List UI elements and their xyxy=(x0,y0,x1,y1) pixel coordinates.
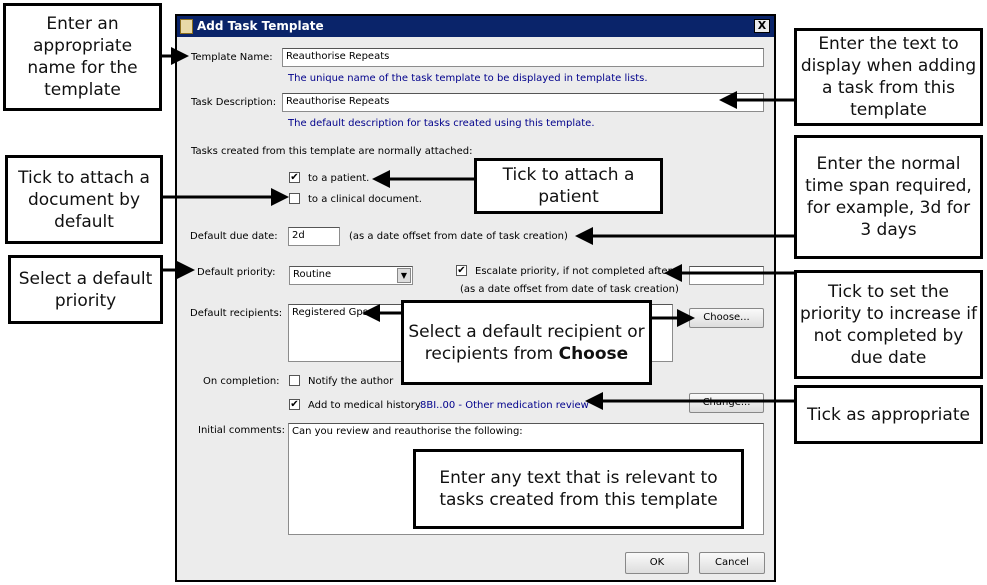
escalate-input[interactable] xyxy=(689,266,764,285)
callout-name: Enter an appropriate name for the templa… xyxy=(3,3,162,111)
history-code: 8BI..00 - Other medication review xyxy=(420,400,589,411)
escalate-checkbox[interactable]: ✔ xyxy=(456,265,467,276)
to-document-label: to a clinical document. xyxy=(308,194,422,205)
priority-label: Default priority: xyxy=(197,267,276,278)
close-button[interactable]: X xyxy=(754,19,770,33)
attached-label: Tasks created from this template are nor… xyxy=(191,146,473,157)
callout-priority: Select a default priority xyxy=(8,255,163,324)
template-name-input[interactable]: Reauthorise Repeats xyxy=(282,48,764,67)
notify-author-checkbox[interactable] xyxy=(289,375,300,386)
due-date-input[interactable]: 2d xyxy=(288,227,340,246)
priority-select[interactable]: Routine ▼ xyxy=(289,266,413,285)
notify-author-label: Notify the author xyxy=(308,376,394,387)
to-patient-checkbox[interactable]: ✔ xyxy=(289,172,300,183)
task-description-hint: The default description for tasks create… xyxy=(288,118,595,129)
callout-escalate: Tick to set the priority to increase if … xyxy=(794,270,983,379)
to-document-checkbox[interactable] xyxy=(289,193,300,204)
template-name-hint: The unique name of the task template to … xyxy=(288,73,648,84)
callout-comments: Enter any text that is relevant to tasks… xyxy=(413,449,744,529)
task-description-input[interactable]: Reauthorise Repeats xyxy=(282,93,764,112)
callout-document: Tick to attach a document by default xyxy=(5,155,163,244)
cancel-button[interactable]: Cancel xyxy=(699,552,765,574)
initial-comments-label: Initial comments: xyxy=(198,425,285,436)
callout-recipients: Select a default recipient or recipients… xyxy=(401,300,652,385)
dialog-title: Add Task Template xyxy=(197,19,324,33)
chevron-down-icon[interactable]: ▼ xyxy=(397,268,411,283)
callout-recipients-bold: Choose xyxy=(558,343,629,364)
add-history-checkbox[interactable]: ✔ xyxy=(289,399,300,410)
on-completion-label: On completion: xyxy=(203,376,280,387)
choose-button[interactable]: Choose... xyxy=(689,308,764,328)
template-name-label: Template Name: xyxy=(191,52,273,63)
clipboard-icon xyxy=(180,19,193,34)
ok-button[interactable]: OK xyxy=(625,552,689,574)
task-description-label: Task Description: xyxy=(191,97,277,108)
priority-value: Routine xyxy=(293,269,332,280)
recipients-label: Default recipients: xyxy=(190,308,283,319)
to-patient-label: to a patient. xyxy=(308,173,370,184)
add-history-label: Add to medical history xyxy=(308,400,421,411)
callout-appropriate: Tick as appropriate xyxy=(794,385,983,444)
callout-patient: Tick to attach a patient xyxy=(474,158,663,214)
callout-timespan: Enter the normal time span required, for… xyxy=(794,135,983,259)
title-bar: Add Task Template X xyxy=(177,16,774,37)
escalate-label: Escalate priority, if not completed afte… xyxy=(475,266,672,277)
escalate-hint: (as a date offset from date of task crea… xyxy=(460,284,679,295)
callout-recipients-text: Select a default recipient or recipients… xyxy=(408,321,645,364)
callout-description: Enter the text to display when adding a … xyxy=(794,28,983,126)
due-date-hint: (as a date offset from date of task crea… xyxy=(349,231,568,242)
due-date-label: Default due date: xyxy=(190,231,278,242)
change-button[interactable]: Change... xyxy=(689,393,764,413)
